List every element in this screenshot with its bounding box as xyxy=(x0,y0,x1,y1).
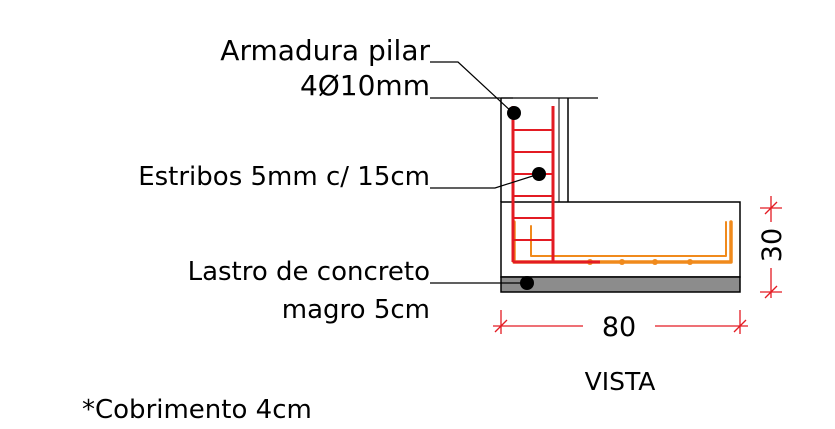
column-outline xyxy=(500,97,598,202)
leader-lines xyxy=(430,61,540,284)
height-dimension-value: 30 xyxy=(757,228,788,262)
column-stirrups xyxy=(513,129,553,241)
estribos-label: Estribos 5mm c/ 15cm xyxy=(138,162,430,192)
lastro-label-line1: Lastro de concreto xyxy=(188,257,430,287)
cobrimento-note: *Cobrimento 4cm xyxy=(82,395,312,425)
armadura-label-line2: 4Ø10mm xyxy=(300,69,430,102)
width-dimension-value: 80 xyxy=(602,312,636,343)
leader-dots xyxy=(507,106,546,290)
estribos-leader-dot xyxy=(532,167,546,181)
column-rebar xyxy=(511,106,600,264)
view-title: VISTA xyxy=(585,367,656,396)
footing-rebar xyxy=(512,220,733,264)
height-dimension xyxy=(760,196,782,299)
lean-concrete-layer xyxy=(500,276,741,293)
lastro-leader-dot xyxy=(520,276,534,290)
width-dimension xyxy=(493,310,748,334)
lastro-label-line2: magro 5cm xyxy=(282,295,430,325)
armadura-leader-dot xyxy=(507,106,521,120)
armadura-label-line1: Armadura pilar xyxy=(220,34,430,67)
